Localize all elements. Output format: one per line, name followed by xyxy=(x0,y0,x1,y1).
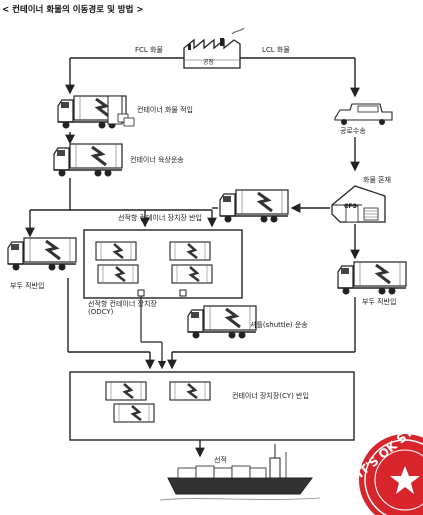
factory-label: 공장 xyxy=(203,59,215,66)
shuttle-label: 셔틀(shuttle) 운송 xyxy=(250,321,308,329)
to-terminal-yard-label: 선적항 컨테이너 장치장 반입 xyxy=(118,214,202,222)
land-transport-truck-icon xyxy=(52,142,124,178)
pier-direct-right-truck-icon xyxy=(336,260,408,296)
container-loading-icon xyxy=(56,94,135,130)
factory-icon xyxy=(183,27,245,69)
container-loading-label: 컨테이너 화물 적입 xyxy=(137,106,193,114)
cfs-warehouse-icon xyxy=(331,185,386,223)
cargo-consolidation-label: 화물 혼재 xyxy=(363,176,391,184)
land-transport-label: 컨테이너 육상운송 xyxy=(130,156,184,164)
cfs-label: CFS xyxy=(344,203,357,210)
fcl-label: FCL 화물 xyxy=(135,46,163,54)
offdock-cy-label: 선적항 컨테이너 장치장(ODCY) xyxy=(88,300,157,316)
cy-in-label: 컨테이너 장치장(CY) 반입 xyxy=(232,392,309,400)
shuttle-truck-icon xyxy=(186,304,258,340)
road-transport-label: 공로수송 xyxy=(340,127,366,135)
cfs-truck-icon xyxy=(218,188,290,224)
pier-direct-left-truck-icon xyxy=(6,236,78,272)
pier-direct-left-label: 부두 직반입 xyxy=(10,282,45,290)
loading-label: 선적 xyxy=(214,456,227,464)
road-transport-truck-icon xyxy=(334,103,393,125)
container-ship-icon xyxy=(159,444,321,501)
cy-containers xyxy=(104,380,212,424)
diagram-title: < 컨테이너 화물의 이동경로 및 방법 > xyxy=(2,5,144,15)
pier-direct-right-label: 부두 직반입 xyxy=(362,298,397,306)
cy-box xyxy=(69,371,355,441)
odcy-containers xyxy=(94,240,214,285)
lcl-label: LCL 화물 xyxy=(262,46,290,54)
stamp-seal: IT'S OK STO xyxy=(353,418,423,515)
odcy-box xyxy=(83,229,243,299)
